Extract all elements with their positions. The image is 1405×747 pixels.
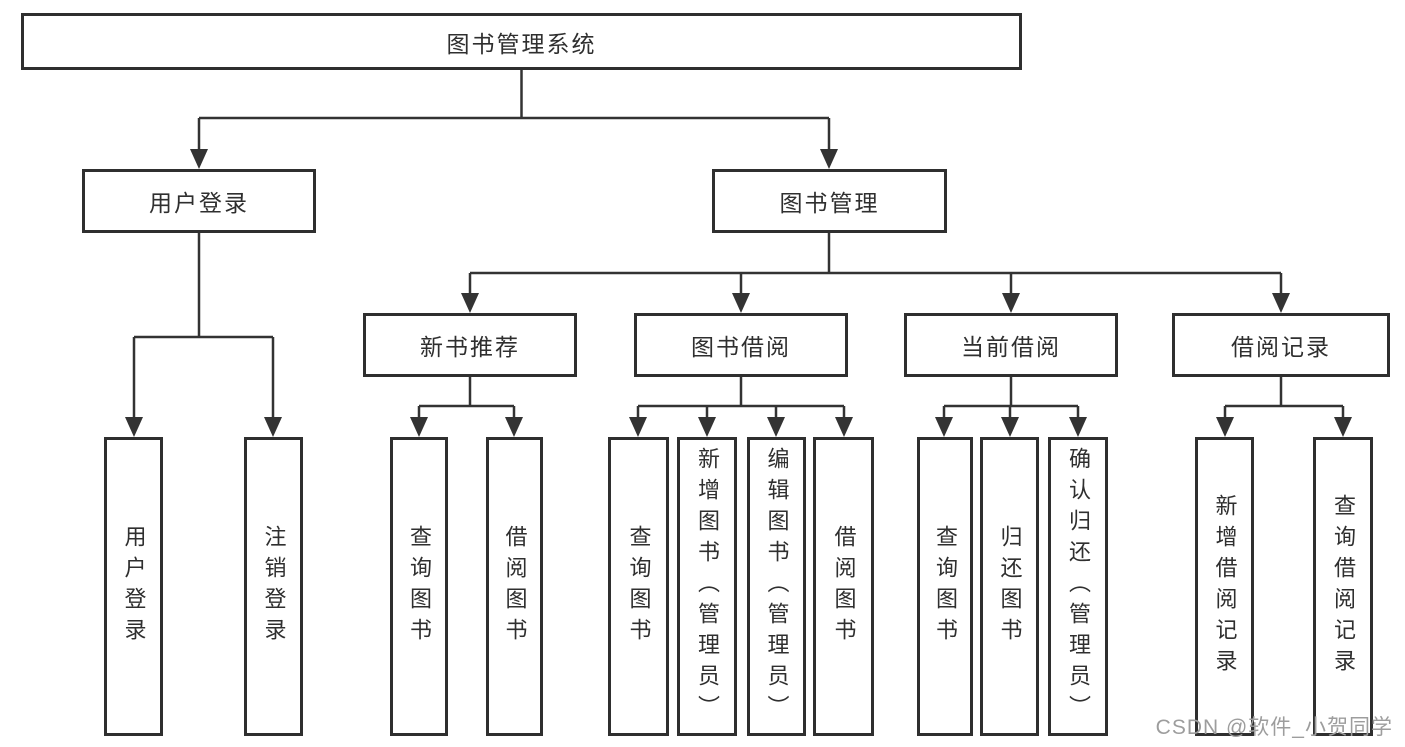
node-book-management-label: 图书管理 — [779, 190, 880, 216]
node-bb-borrow-books: 借阅图书 — [813, 437, 874, 736]
node-bb-query-books-label: 查询图书 — [626, 524, 652, 649]
node-book-borrow-label: 图书借阅 — [691, 334, 791, 360]
node-user-login-group: 用户登录 — [82, 169, 316, 233]
node-book-borrow: 图书借阅 — [634, 313, 848, 377]
node-nbr-query-books: 查询图书 — [390, 437, 448, 736]
node-bb-add-books: 新增图书（管理员） — [677, 437, 737, 736]
node-cb-query-books: 查询图书 — [917, 437, 973, 736]
node-new-book-recommend: 新书推荐 — [363, 313, 577, 377]
node-bb-edit-books-label: 编辑图书（管理员） — [764, 447, 790, 726]
node-book-management: 图书管理 — [712, 169, 947, 233]
node-nbr-borrow-books-label: 借阅图书 — [502, 524, 528, 649]
node-bb-edit-books: 编辑图书（管理员） — [747, 437, 806, 736]
node-br-query-record-label: 查询借阅记录 — [1331, 493, 1356, 680]
node-cb-return-books-label: 归还图书 — [997, 524, 1023, 649]
node-bb-borrow-books-label: 借阅图书 — [831, 524, 857, 649]
node-cb-query-books-label: 查询图书 — [933, 524, 958, 649]
node-br-add-record: 新增借阅记录 — [1195, 437, 1254, 736]
node-user-login: 用户登录 — [104, 437, 163, 736]
node-nbr-borrow-books: 借阅图书 — [486, 437, 543, 736]
node-root-system: 图书管理系统 — [21, 13, 1022, 70]
node-logout-login-label: 注销登录 — [261, 524, 287, 649]
node-cb-confirm-return-label: 确认归还（管理员） — [1066, 447, 1091, 726]
node-current-borrow-label: 当前借阅 — [961, 334, 1061, 360]
node-current-borrow: 当前借阅 — [904, 313, 1118, 377]
node-user-login-group-label: 用户登录 — [149, 190, 249, 216]
node-borrow-records-label: 借阅记录 — [1231, 334, 1331, 360]
node-bb-query-books: 查询图书 — [608, 437, 669, 736]
node-bb-add-books-label: 新增图书（管理员） — [695, 447, 720, 726]
node-borrow-records: 借阅记录 — [1172, 313, 1390, 377]
node-br-query-record: 查询借阅记录 — [1313, 437, 1373, 736]
node-root-system-label: 图书管理系统 — [446, 30, 597, 57]
node-cb-return-books: 归还图书 — [980, 437, 1039, 736]
node-user-login-label: 用户登录 — [121, 524, 147, 649]
node-cb-confirm-return: 确认归还（管理员） — [1048, 437, 1108, 736]
node-logout-login: 注销登录 — [244, 437, 303, 736]
node-br-add-record-label: 新增借阅记录 — [1212, 493, 1238, 680]
csdn-watermark: CSDN @软件_小贺同学 — [1155, 716, 1393, 739]
node-nbr-query-books-label: 查询图书 — [407, 524, 432, 649]
node-new-book-recommend-label: 新书推荐 — [420, 334, 520, 360]
